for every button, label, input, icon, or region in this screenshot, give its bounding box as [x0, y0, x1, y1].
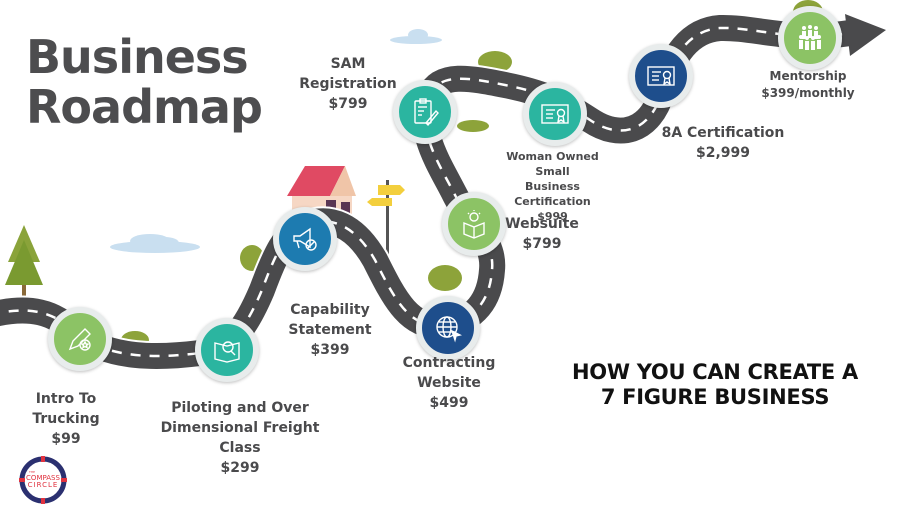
milestone-name-line-2: Registration — [299, 76, 397, 92]
milestone-label-contracting-website: Contracting Website $499 — [394, 353, 504, 413]
logo-small-text: THE — [28, 470, 35, 474]
milestone-name: 8A Certification — [661, 125, 785, 141]
milestone-price: $99 — [51, 431, 81, 447]
milestone-name-line-2: Website — [417, 375, 481, 391]
milestone-piloting-icon — [195, 318, 259, 382]
compass-circle-logo: THE COMPASS CIRCLE — [18, 455, 68, 505]
milestone-label-piloting: Piloting and Over Dimensional Freight Cl… — [145, 398, 335, 478]
globe-cursor-icon — [436, 316, 463, 343]
milestone-price: $499 — [429, 395, 469, 411]
milestone-name: Websuite — [505, 216, 579, 232]
road-arrow-head — [845, 14, 886, 56]
milestone-name: Intro To Trucking — [32, 391, 100, 427]
milestone-label-capability-statement: Capability Statement $399 — [282, 300, 378, 360]
milestone-name-line-2: Business Certification — [514, 180, 591, 208]
milestone-price: $399 — [310, 342, 350, 358]
milestone-name-line-1: SAM — [330, 56, 366, 72]
pencil-star-icon — [68, 328, 91, 351]
milestone-name-line-1: Piloting and Over — [171, 400, 309, 416]
milestone-name: Mentorship — [769, 69, 847, 83]
cloud-decoration — [110, 29, 442, 253]
milestone-name-line-2: Dimensional Freight Class — [160, 420, 320, 456]
milestone-label-sam-registration: SAM Registration $799 — [296, 54, 400, 114]
people-group-icon — [799, 25, 821, 50]
milestone-8a-certification-icon — [629, 44, 693, 108]
milestone-name-line-2: Statement — [288, 322, 372, 338]
certificate-icon — [541, 104, 569, 124]
headline: HOW YOU CAN CREATE A 7 FIGURE BUSINESS — [540, 360, 890, 410]
compass-logo-icon: THE COMPASS CIRCLE — [19, 456, 67, 504]
milestone-wosb-certification-icon — [523, 82, 587, 146]
signpost-decoration — [367, 180, 405, 275]
milestone-capability-statement-icon — [273, 207, 337, 271]
milestone-intro-to-trucking-icon — [48, 307, 112, 371]
tree-decoration — [5, 225, 43, 304]
headline-line-1: HOW YOU CAN CREATE A — [572, 360, 858, 384]
milestone-websuite-icon — [442, 192, 506, 256]
milestone-label-intro-to-trucking: Intro To Trucking $99 — [0, 389, 132, 449]
milestone-price: $399/monthly — [761, 86, 855, 100]
milestone-contracting-website-icon — [416, 296, 480, 360]
box-lightbulb-icon — [463, 210, 485, 239]
megaphone-icon — [293, 227, 317, 251]
milestone-mentorship-icon — [778, 6, 842, 70]
milestone-price: $999 — [537, 210, 568, 223]
headline-line-2: 7 FIGURE BUSINESS — [600, 385, 830, 409]
book-search-icon — [214, 341, 240, 363]
milestone-price: $799 — [328, 96, 368, 112]
milestone-price: $2,999 — [695, 145, 751, 161]
milestone-name-line-1: Contracting — [402, 355, 496, 371]
title-line-1: Business — [26, 30, 249, 84]
milestone-price: $799 — [522, 236, 562, 252]
certificate-icon — [647, 66, 675, 86]
milestone-price: $299 — [220, 460, 260, 476]
milestone-name-line-1: Woman Owned Small — [506, 150, 599, 178]
logo-line-1: COMPASS — [26, 474, 60, 482]
logo-line-2: CIRCLE — [28, 481, 59, 489]
milestone-name-line-1: Capability — [290, 302, 370, 318]
milestone-label-8a-certification: 8A Certification $2,999 — [658, 123, 788, 163]
page-title: Business Roadmap — [26, 30, 263, 134]
milestone-label-websuite: Websuite $799 — [500, 214, 584, 254]
milestone-label-wosb-certification: Woman Owned Small Business Certification… — [490, 149, 615, 224]
clipboard-pen-icon — [414, 98, 439, 127]
title-line-2: Roadmap — [26, 80, 263, 134]
milestone-label-mentorship: Mentorship $399/monthly — [750, 68, 866, 102]
milestone-sam-registration-icon — [393, 80, 457, 144]
